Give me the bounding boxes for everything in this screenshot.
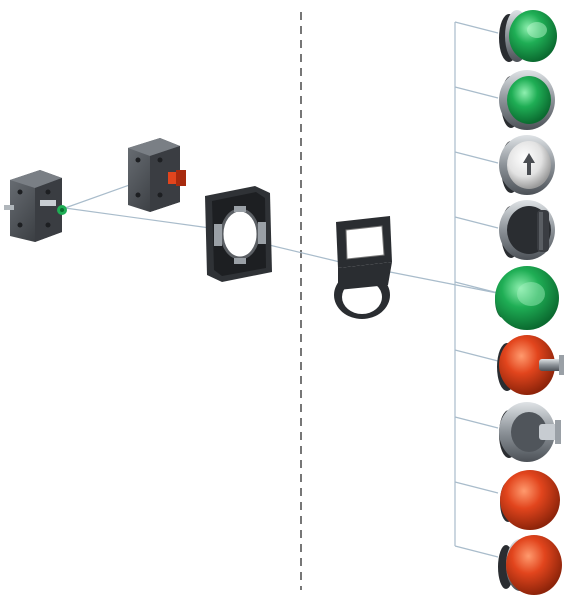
key-switch-icon — [499, 402, 561, 462]
mushroom-head-icon — [495, 266, 559, 330]
arrow-pushbutton-icon — [499, 135, 555, 195]
contact-block-icon — [128, 138, 186, 212]
key-release-icon — [497, 335, 564, 395]
mushroom-pushbutton-icon — [500, 470, 560, 530]
emergency-stop-icon — [498, 535, 562, 595]
pushbutton-icon — [499, 70, 555, 130]
fixing-collar-icon — [205, 186, 272, 282]
head-leader-lines — [454, 21, 499, 558]
legend-holder-icon — [334, 216, 392, 319]
contact-block-icon — [4, 170, 67, 242]
selector-switch-icon — [499, 200, 555, 260]
pilot-light-icon — [499, 10, 557, 62]
